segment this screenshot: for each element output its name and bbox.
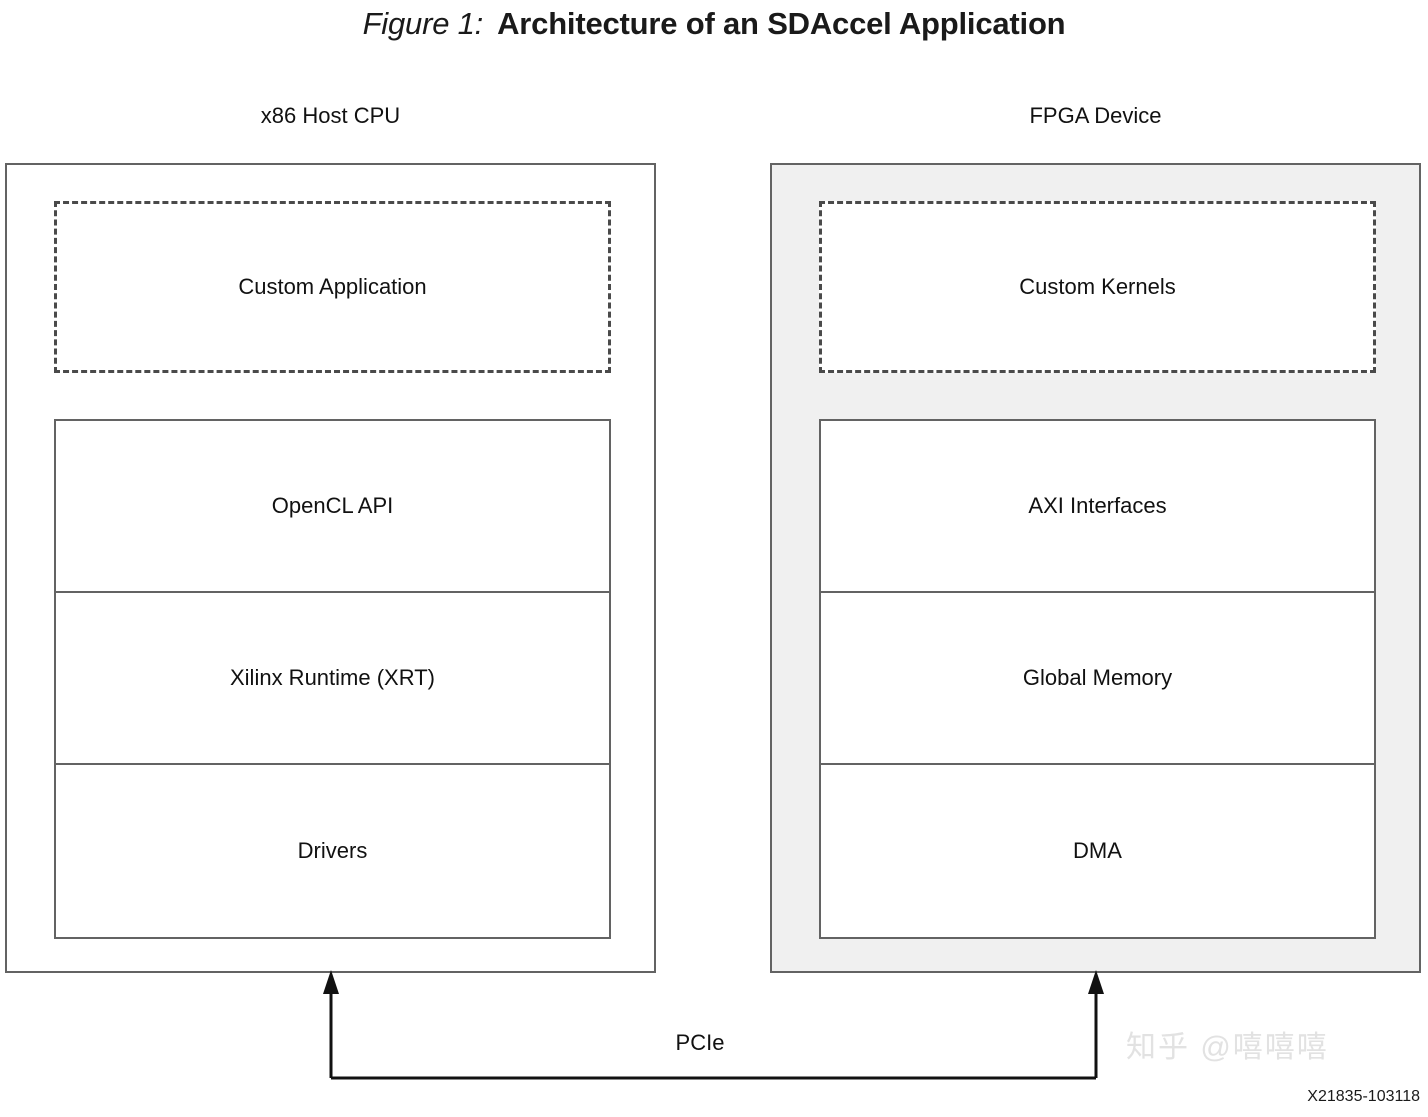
device-column-caption: FPGA Device bbox=[1029, 103, 1162, 128]
block-axi-interfaces[interactable]: AXI Interfaces bbox=[821, 421, 1374, 593]
pcie-label: PCIe bbox=[620, 1030, 780, 1056]
block-dma-label: DMA bbox=[1073, 837, 1122, 863]
block-axi-interfaces-label: AXI Interfaces bbox=[1028, 492, 1167, 518]
block-global-memory-label: Global Memory bbox=[1022, 664, 1173, 690]
figure-title: Figure 1: Architecture of an SDAccel Appl… bbox=[0, 6, 1428, 42]
block-custom-application-label: Custom Application bbox=[238, 274, 427, 299]
block-opencl-api-label: OpenCL API bbox=[271, 492, 394, 518]
pcie-arrowhead-host-icon bbox=[323, 970, 339, 994]
host-column-caption: x86 Host CPU bbox=[260, 103, 401, 128]
block-xilinx-runtime[interactable]: Xilinx Runtime (XRT) bbox=[56, 593, 609, 765]
host-software-stack: OpenCL API Xilinx Runtime (XRT) Drivers bbox=[54, 419, 611, 939]
host-cpu-panel: Custom Application OpenCL API Xilinx Run… bbox=[5, 163, 656, 973]
block-global-memory[interactable]: Global Memory bbox=[821, 593, 1374, 765]
block-custom-application[interactable]: Custom Application bbox=[54, 201, 611, 373]
block-custom-kernels-label: Custom Kernels bbox=[1019, 274, 1176, 299]
block-drivers-label: Drivers bbox=[297, 837, 368, 863]
block-drivers[interactable]: Drivers bbox=[56, 765, 609, 937]
pcie-arrowhead-device-icon bbox=[1088, 970, 1104, 994]
watermark: 知乎 @嘻嘻嘻 bbox=[1126, 1031, 1329, 1064]
block-opencl-api[interactable]: OpenCL API bbox=[56, 421, 609, 593]
block-xilinx-runtime-label: Xilinx Runtime (XRT) bbox=[230, 664, 435, 690]
figure-number-label: Figure 1: bbox=[362, 6, 484, 41]
fpga-device-panel: Custom Kernels AXI Interfaces Global Mem… bbox=[770, 163, 1421, 973]
figure-title-text: Architecture of an SDAccel Application bbox=[497, 6, 1066, 41]
device-hardware-stack: AXI Interfaces Global Memory DMA bbox=[819, 419, 1376, 939]
figure-id: X21835-103118 bbox=[1307, 1088, 1420, 1105]
block-dma[interactable]: DMA bbox=[821, 765, 1374, 937]
block-custom-kernels[interactable]: Custom Kernels bbox=[819, 201, 1376, 373]
